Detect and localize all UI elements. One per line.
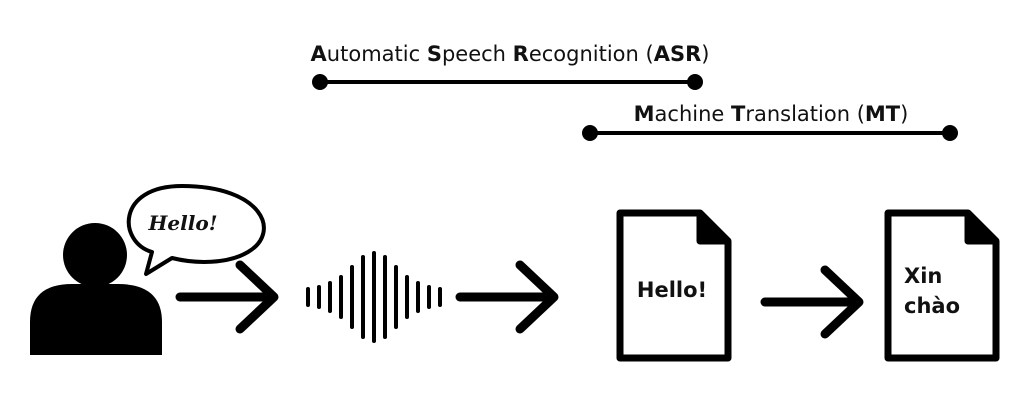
mt-label-segment: M [634,102,655,126]
sound-wave-icon [306,251,442,343]
asr-span-end-dot [687,74,703,90]
document-icon [616,209,732,362]
mt-label-segment: ranslation ( [745,102,865,126]
mt-label-segment: ) [900,102,908,126]
asr-label: Automatic Speech Recognition (ASR) [311,42,710,66]
target-document-text-line-2: chào [904,294,960,318]
source-document-text: Hello! [637,278,707,302]
asr-label-segment: utomatic [327,42,427,66]
arrow-icon [760,265,864,339]
asr-label-segment: ecognition ( [529,42,654,66]
target-document: Xin chào [884,209,1000,362]
speech-bubble-icon: Hello! [126,184,266,276]
mt-label-segment: achine [655,102,731,126]
mt-label-segment: T [731,102,746,126]
person-icon [30,223,162,355]
arrow-icon [455,260,559,334]
source-document: Hello! [616,209,732,362]
asr-label-segment: A [311,42,328,66]
mt-span-end-dot [942,125,958,141]
mt-phase: Machine Translation (MT) [582,102,958,141]
target-document-text-line-1: Xin [904,264,942,288]
arrow-icon [175,260,279,334]
asr-label-segment: R [513,42,529,66]
asr-span-start-dot [312,74,328,90]
mt-span-start-dot [582,125,598,141]
document-icon [884,209,1000,362]
asr-label-segment: S [427,42,442,66]
asr-label-segment: ) [701,42,709,66]
asr-phase: Automatic Speech Recognition (ASR) [311,42,710,90]
asr-label-segment: peech [442,42,513,66]
asr-label-segment: ASR [654,42,702,66]
mt-label-segment: MT [865,102,901,126]
mt-label: Machine Translation (MT) [634,102,909,126]
speech-bubble-text: Hello! [148,211,218,235]
